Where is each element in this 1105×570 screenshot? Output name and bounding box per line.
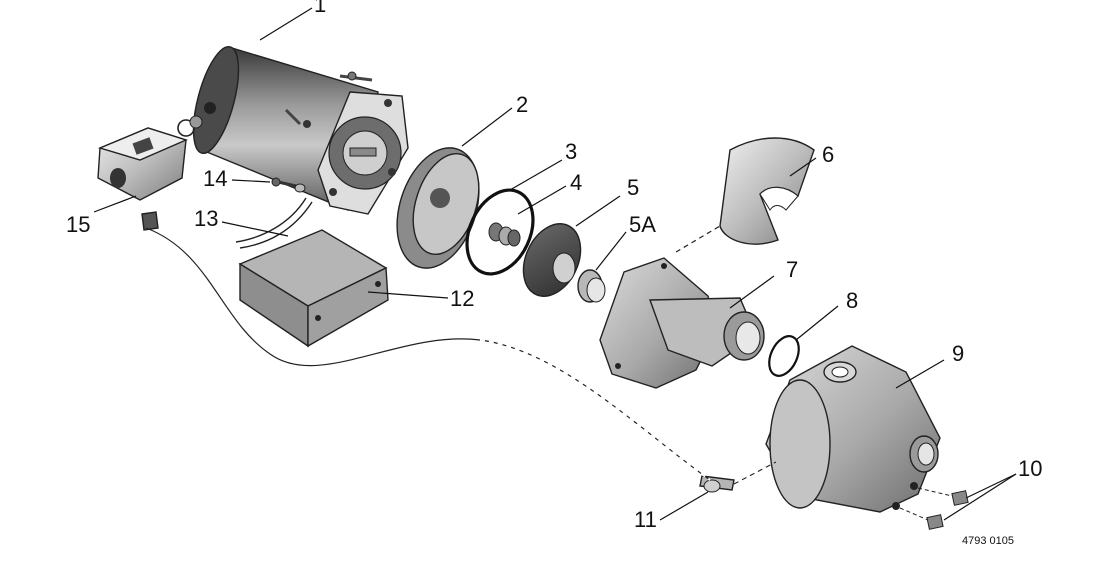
label-9: 9	[952, 341, 964, 366]
leader-lines	[93, 7, 1017, 521]
diffuser-ring	[577, 269, 606, 303]
label-2: 2	[516, 92, 528, 117]
label-11: 11	[634, 507, 657, 532]
label-13: 13	[194, 206, 218, 231]
label-4: 4	[570, 170, 582, 195]
drain-plugs	[926, 490, 969, 530]
part-labels: 1 2 3 4 5 5A 6 7 8 9 10 11 12 13 14 15	[66, 0, 1042, 532]
motor	[192, 45, 409, 215]
bolt-and-washer	[271, 177, 306, 193]
label-3: 3	[565, 139, 577, 164]
gasket	[719, 137, 815, 245]
switch-cover	[97, 115, 203, 231]
diffuser-venturi	[599, 257, 765, 389]
shaft-seal	[488, 222, 521, 247]
label-1: 1	[314, 0, 326, 17]
impeller	[522, 223, 582, 297]
drawing-code: 4793 0105	[962, 535, 1014, 547]
o-ring-diffuser	[768, 335, 800, 377]
pump-housing	[765, 345, 941, 513]
base-bracket	[238, 229, 389, 348]
label-5: 5	[627, 175, 639, 200]
label-5a: 5A	[629, 212, 656, 237]
seal-plate	[396, 147, 480, 269]
label-12: 12	[450, 286, 474, 311]
label-7: 7	[786, 257, 798, 282]
label-8: 8	[846, 288, 858, 313]
o-ring-seal-plate	[465, 188, 535, 276]
label-14: 14	[203, 166, 227, 191]
label-6: 6	[822, 142, 834, 167]
label-15: 15	[66, 212, 90, 237]
label-10: 10	[1018, 456, 1042, 481]
pressure-tube	[145, 227, 711, 481]
tube-fitting	[699, 475, 735, 493]
